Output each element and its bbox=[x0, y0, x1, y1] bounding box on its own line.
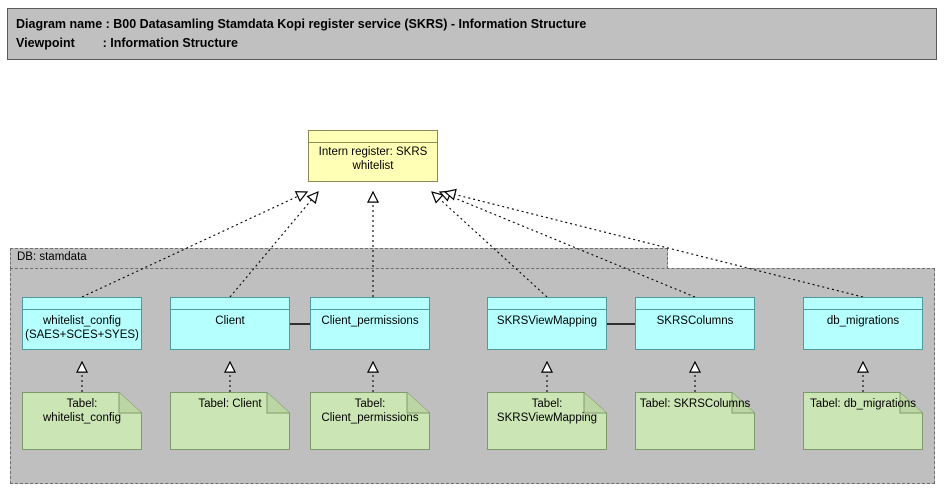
viewpoint-line: Viewpoint : Information Structure bbox=[16, 36, 239, 50]
data-object-header-bar bbox=[804, 298, 922, 310]
note-tabel-client-permissions[interactable]: Tabel: Client_permissions bbox=[310, 392, 430, 450]
note-label: Tabel: whitelist_config bbox=[43, 398, 121, 424]
diagram-header: Diagram name : B00 Datasamling Stamdata … bbox=[7, 8, 937, 60]
object-intern-register-skrs-whitelist[interactable]: Intern register: SKRS whitelist bbox=[308, 130, 438, 182]
diagram-name-line: Diagram name : B00 Datasamling Stamdata … bbox=[16, 17, 587, 31]
note-shape-icon bbox=[635, 392, 755, 450]
note-shape-icon bbox=[22, 392, 142, 450]
note-tabel-skrsviewmapping[interactable]: Tabel: SKRSViewMapping bbox=[487, 392, 607, 450]
db-stamdata-body bbox=[10, 268, 935, 484]
note-shape-icon bbox=[487, 392, 607, 450]
note-shape-icon bbox=[803, 392, 923, 450]
data-object-label: db_migrations bbox=[826, 315, 900, 327]
note-label: Tabel: db_migrations bbox=[809, 398, 917, 410]
data-object-label: SKRSColumns bbox=[656, 315, 734, 327]
note-tabel-db-migrations[interactable]: Tabel: db_migrations bbox=[803, 392, 923, 450]
db-stamdata-tab bbox=[10, 248, 668, 269]
db-stamdata-container[interactable]: DB: stamdata bbox=[10, 248, 935, 484]
note-shape-icon bbox=[310, 392, 430, 450]
note-label: Tabel: SKRSColumns bbox=[639, 398, 751, 410]
note-tabel-skrscolumns[interactable]: Tabel: SKRSColumns bbox=[635, 392, 755, 450]
object-label: Intern register: SKRS whitelist bbox=[318, 146, 428, 172]
data-object-header-bar bbox=[311, 298, 429, 310]
db-stamdata-label: DB: stamdata bbox=[17, 251, 87, 263]
data-object-header-bar bbox=[23, 298, 141, 310]
note-tabel-client[interactable]: Tabel: Client bbox=[170, 392, 290, 450]
note-label: Tabel: SKRSViewMapping bbox=[496, 398, 598, 424]
data-object-client-permissions[interactable]: Client_permissions bbox=[310, 297, 430, 350]
data-object-whitelist-config[interactable]: whitelist_config (SAES+SCES+SYES) bbox=[22, 297, 142, 350]
data-object-label: Client bbox=[215, 315, 245, 327]
note-label: Tabel: Client bbox=[198, 398, 262, 410]
data-object-db-migrations[interactable]: db_migrations bbox=[803, 297, 923, 350]
note-label: Tabel: Client_permissions bbox=[321, 398, 419, 424]
data-object-header-bar bbox=[488, 298, 606, 310]
data-object-label: whitelist_config (SAES+SCES+SYES) bbox=[25, 315, 139, 341]
data-object-label: SKRSViewMapping bbox=[496, 315, 598, 327]
data-object-skrscolumns[interactable]: SKRSColumns bbox=[635, 297, 755, 350]
data-object-label: Client_permissions bbox=[321, 315, 419, 327]
data-object-skrsviewmapping[interactable]: SKRSViewMapping bbox=[487, 297, 607, 350]
object-header-bar bbox=[309, 131, 437, 143]
data-object-header-bar bbox=[636, 298, 754, 310]
note-tabel-whitelist-config[interactable]: Tabel: whitelist_config bbox=[22, 392, 142, 450]
data-object-client[interactable]: Client bbox=[170, 297, 290, 350]
data-object-header-bar bbox=[171, 298, 289, 310]
note-shape-icon bbox=[170, 392, 290, 450]
